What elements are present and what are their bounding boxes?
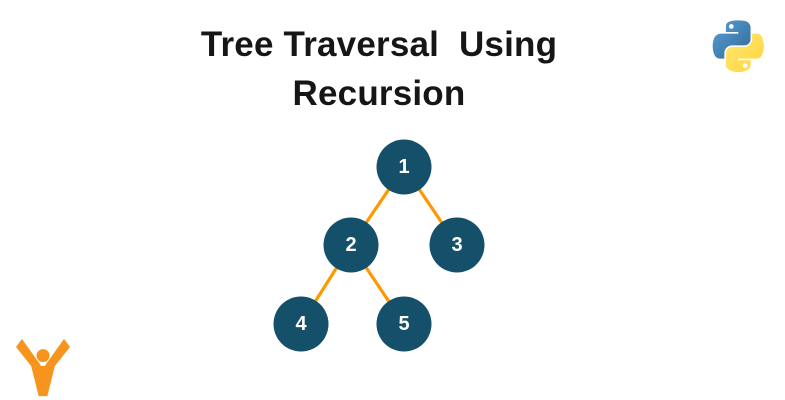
tree-node-label-2: 2 [345,234,356,256]
tree-node-label-1: 1 [398,156,409,178]
python-logo-yellow-snake [725,33,764,73]
page-title-line-1: Tree Traversal Using [200,25,558,64]
tree-node-4 [273,296,329,352]
page-title: Tree Traversal Using Recursion [0,20,758,118]
tree-node-label-5: 5 [398,313,409,335]
tree-node-1 [376,139,432,195]
tree-node-3 [429,217,485,273]
person-body [31,365,55,397]
tree-node-5 [376,296,432,352]
person-head [36,349,50,363]
tree-node-label-4: 4 [295,313,307,335]
python-logo-icon [712,20,764,73]
person-left-arm [16,338,41,371]
person-right-arm [45,338,70,371]
page-title-line-2: Recursion [292,74,466,113]
tree-node-2 [323,217,379,273]
person-celebration-icon [16,338,70,397]
tree-node-label-3: 3 [451,234,462,256]
python-logo-blue-snake [712,20,751,59]
